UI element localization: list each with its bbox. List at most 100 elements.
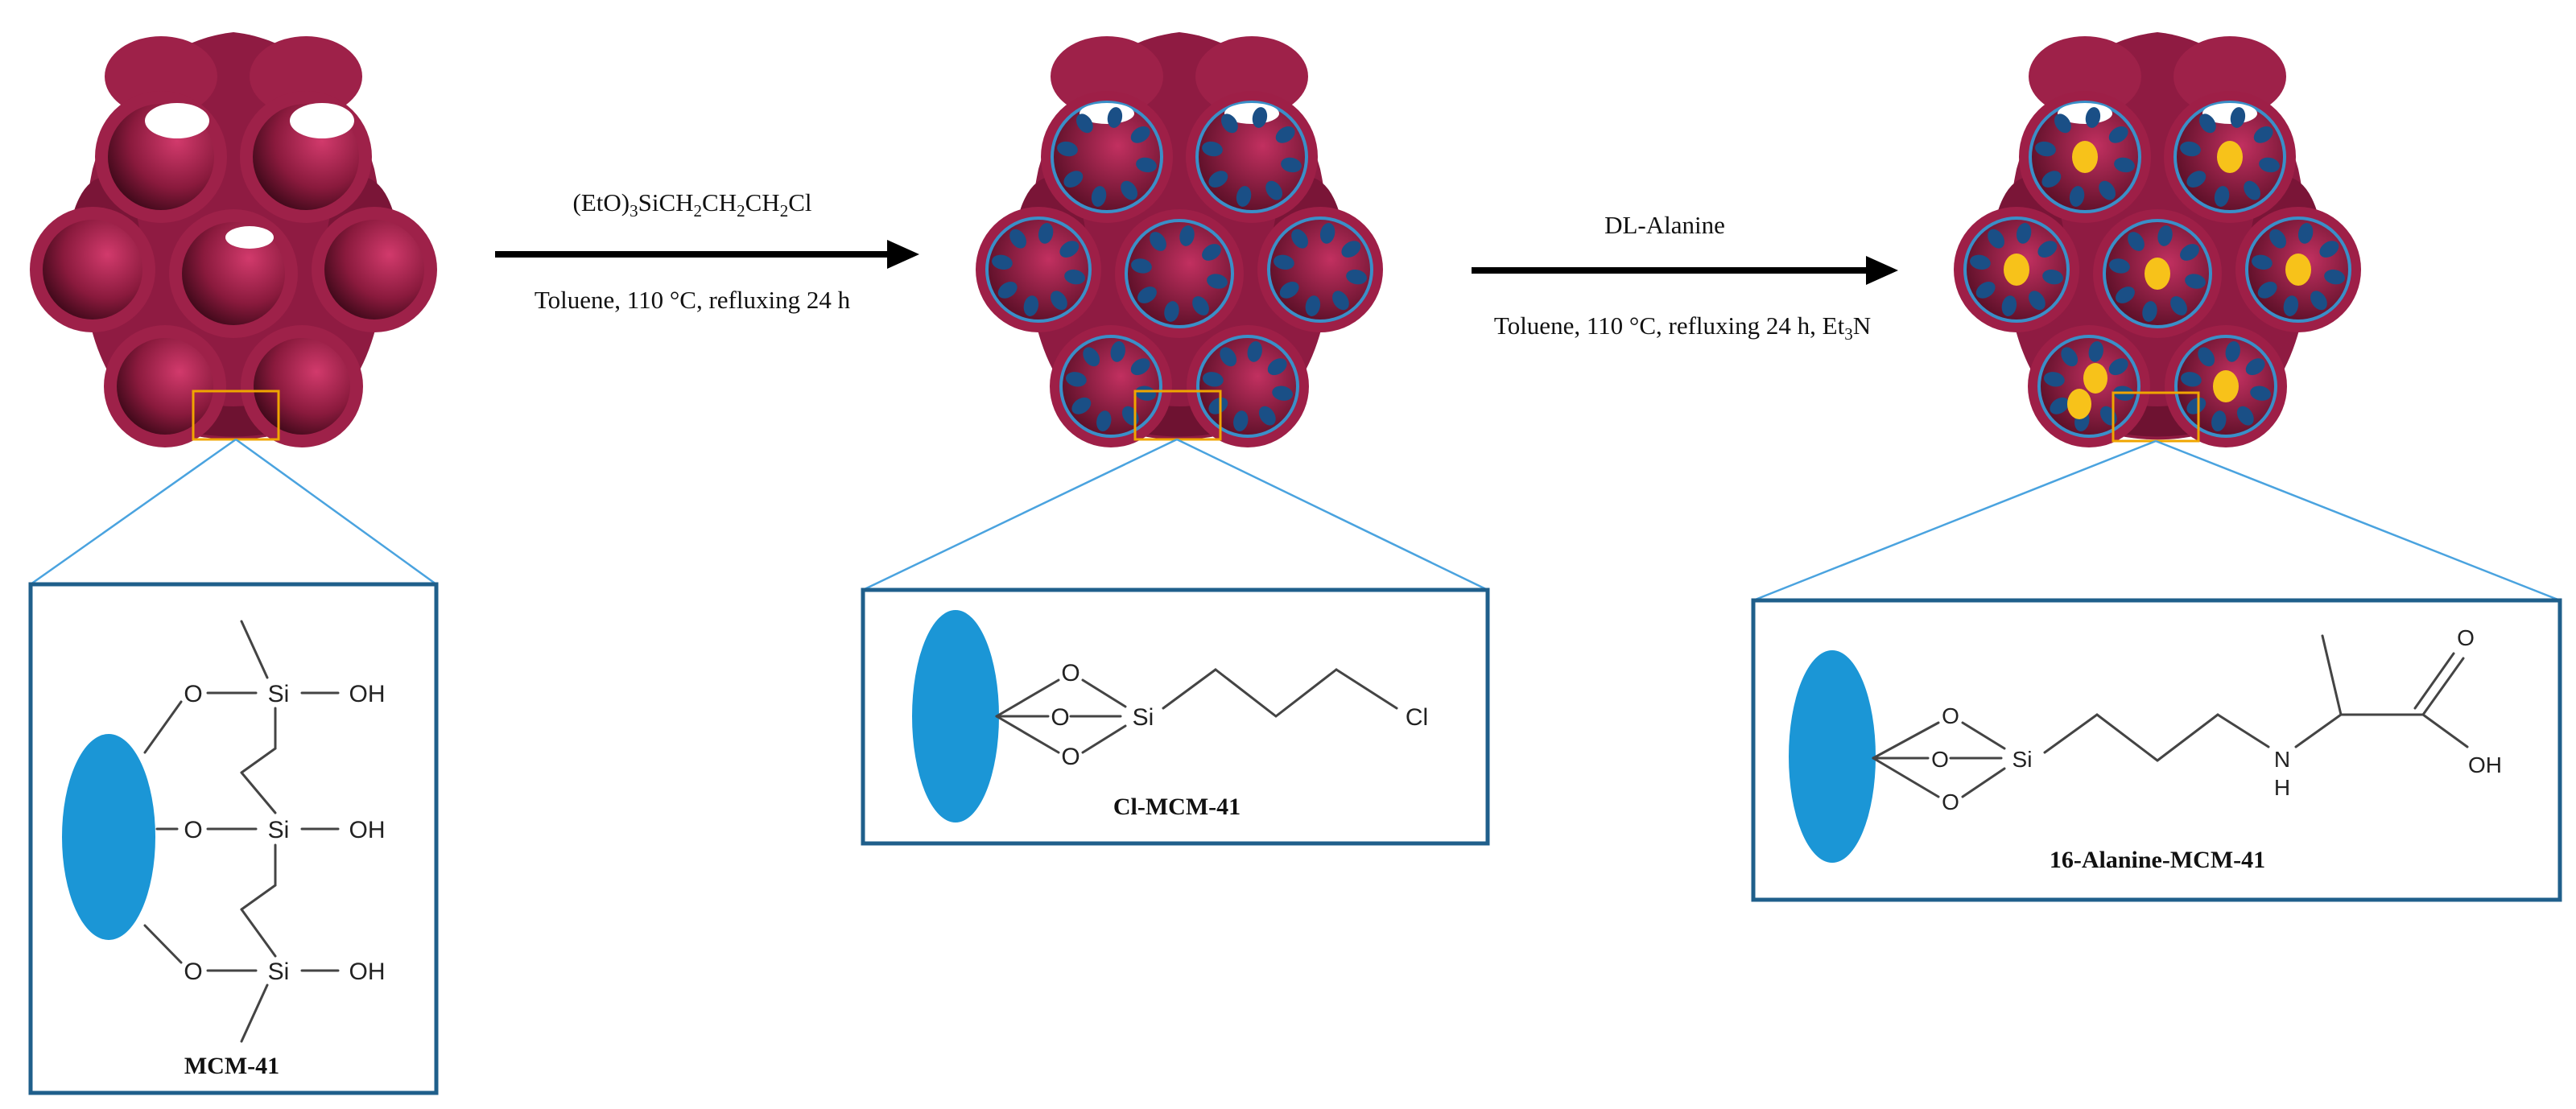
chloropropyl-dot bbox=[2244, 180, 2261, 200]
chloropropyl-dot bbox=[2324, 269, 2345, 285]
functionalised-pore bbox=[1187, 325, 1309, 447]
functionalised-pore bbox=[2093, 209, 2222, 338]
chloropropyl-dot bbox=[1063, 171, 1084, 188]
atom-o: O bbox=[1061, 744, 1080, 770]
chloropropyl-dot bbox=[2230, 107, 2246, 128]
alanine-dot bbox=[2217, 141, 2243, 173]
chloropropyl-dot bbox=[1107, 107, 1123, 128]
atom-oh: OH bbox=[349, 817, 386, 843]
chloropropyl-dot bbox=[1275, 126, 1295, 143]
atom-o: O bbox=[1942, 703, 1959, 728]
chloropropyl-dot bbox=[1258, 406, 1276, 426]
tube-pore bbox=[95, 91, 227, 223]
chloropropyl-dot bbox=[2198, 347, 2215, 367]
chloropropyl-dot bbox=[2269, 229, 2286, 249]
chloropropyl-dot bbox=[1975, 282, 1996, 299]
chloropropyl-dot bbox=[2252, 254, 2273, 270]
cl-mcm41-pores bbox=[976, 91, 1383, 447]
alanine-mcm41-caption: 16-Alanine-MCM-41 bbox=[2050, 847, 2265, 873]
chloropropyl-dot bbox=[1135, 385, 1156, 401]
functionalised-pore bbox=[1257, 207, 1383, 332]
chloropropyl-dot bbox=[1252, 107, 1268, 128]
functionalised-pore bbox=[2028, 325, 2150, 447]
alanine-dot bbox=[2067, 389, 2091, 419]
atom-o: O bbox=[1942, 789, 1959, 814]
chloropropyl-dot bbox=[1137, 287, 1157, 303]
functionalised-pore bbox=[2165, 325, 2287, 447]
chloropropyl-dot bbox=[2114, 157, 2135, 173]
atom-si: Si bbox=[2013, 747, 2033, 772]
silica-support bbox=[62, 734, 155, 940]
atom-oh: OH bbox=[349, 681, 386, 707]
chloropropyl-dot bbox=[1319, 223, 1335, 244]
chloropropyl-dot bbox=[1075, 113, 1093, 134]
atom-n: N bbox=[2274, 747, 2290, 772]
chloropropyl-dot bbox=[2180, 141, 2201, 157]
mcm41-caption: MCM-41 bbox=[184, 1053, 279, 1079]
chloropropyl-dot bbox=[1207, 274, 1228, 289]
functionalised-pore bbox=[2235, 207, 2361, 332]
step2-conditions: Toluene, 110 °C, refluxing 24 h, Et3N bbox=[1494, 311, 1871, 344]
chloropropyl-dot bbox=[2157, 225, 2173, 246]
atom-o: O bbox=[2457, 625, 2475, 650]
chloropropyl-dot bbox=[1247, 341, 1262, 362]
chloropropyl-dot bbox=[2099, 180, 2116, 200]
alanine-dot bbox=[2285, 254, 2311, 286]
chloropropyl-dot bbox=[1136, 157, 1157, 173]
chloropropyl-dot bbox=[2128, 232, 2145, 251]
tube-pore bbox=[241, 325, 363, 447]
tube-pore bbox=[240, 91, 372, 223]
chloropropyl-dot bbox=[1272, 385, 1293, 401]
chloropropyl-dot bbox=[1110, 341, 1125, 362]
functionalised-pore bbox=[2019, 91, 2151, 223]
chloropropyl-dot bbox=[1346, 269, 1367, 285]
atom-o: O bbox=[1931, 747, 1949, 772]
atom-si: Si bbox=[268, 817, 290, 843]
chloropropyl-dot bbox=[2044, 372, 2065, 387]
chloropropyl-dot bbox=[2181, 372, 2202, 387]
chloropropyl-dot bbox=[2319, 241, 2339, 258]
chloropropyl-dot bbox=[1203, 372, 1224, 387]
chloropropyl-dot bbox=[2185, 274, 2206, 289]
alanine-dot bbox=[2083, 363, 2107, 394]
chloropropyl-dot bbox=[2088, 341, 2103, 362]
chloropropyl-dot bbox=[1009, 229, 1026, 249]
chloropropyl-dot bbox=[1274, 254, 1294, 270]
mcm41-bundle bbox=[30, 32, 437, 447]
step1-conditions: Toluene, 110 °C, refluxing 24 h bbox=[535, 286, 851, 314]
chloropropyl-dot bbox=[1051, 291, 1067, 311]
silica-support bbox=[1789, 650, 1876, 863]
chloropropyl-dot bbox=[1150, 232, 1166, 251]
chloropropyl-dot bbox=[2225, 341, 2240, 362]
chloropropyl-dot bbox=[1057, 141, 1078, 157]
chloropropyl-dot bbox=[2108, 358, 2128, 376]
tube-pore bbox=[312, 207, 437, 332]
functionalised-pore bbox=[2164, 91, 2296, 223]
atom-o: O bbox=[1061, 660, 1080, 686]
chloropropyl-dot bbox=[2259, 157, 2280, 173]
chloropropyl-dot bbox=[2236, 406, 2254, 426]
chloropropyl-dot bbox=[2108, 126, 2128, 143]
chloropropyl-dot bbox=[1233, 410, 1249, 431]
functionalised-pore bbox=[1954, 207, 2079, 332]
chloropropyl-dot bbox=[1064, 269, 1085, 285]
atom-cl: Cl bbox=[1406, 704, 1428, 731]
cl-mcm41-panel: O O O Si Cl Cl-MCM-41 bbox=[861, 587, 1490, 846]
chloropropyl-dot bbox=[1121, 180, 1138, 200]
chloropropyl-dot bbox=[1192, 296, 1209, 315]
chloropropyl-dot bbox=[1071, 397, 1092, 414]
zoom-lines-3 bbox=[1752, 439, 2561, 602]
chloropropyl-dot bbox=[1220, 347, 1237, 367]
chloropropyl-dot bbox=[2257, 282, 2277, 299]
silica-support bbox=[912, 610, 999, 822]
chloropropyl-dot bbox=[1208, 171, 1228, 188]
chloropropyl-dot bbox=[2186, 397, 2207, 414]
chloropropyl-dot bbox=[2029, 291, 2046, 311]
chloropropyl-dot bbox=[2042, 269, 2063, 285]
mcm41-panel: O O O Si Si Si OH OH OH MCM-41 bbox=[28, 582, 439, 1095]
chloropropyl-dot bbox=[1096, 410, 1112, 431]
atom-h: H bbox=[2274, 775, 2290, 800]
chloropropyl-dot bbox=[2198, 113, 2216, 134]
step1-reagent: (EtO)3SiCH2CH2CH2Cl bbox=[573, 188, 812, 221]
atom-o: O bbox=[184, 959, 202, 985]
